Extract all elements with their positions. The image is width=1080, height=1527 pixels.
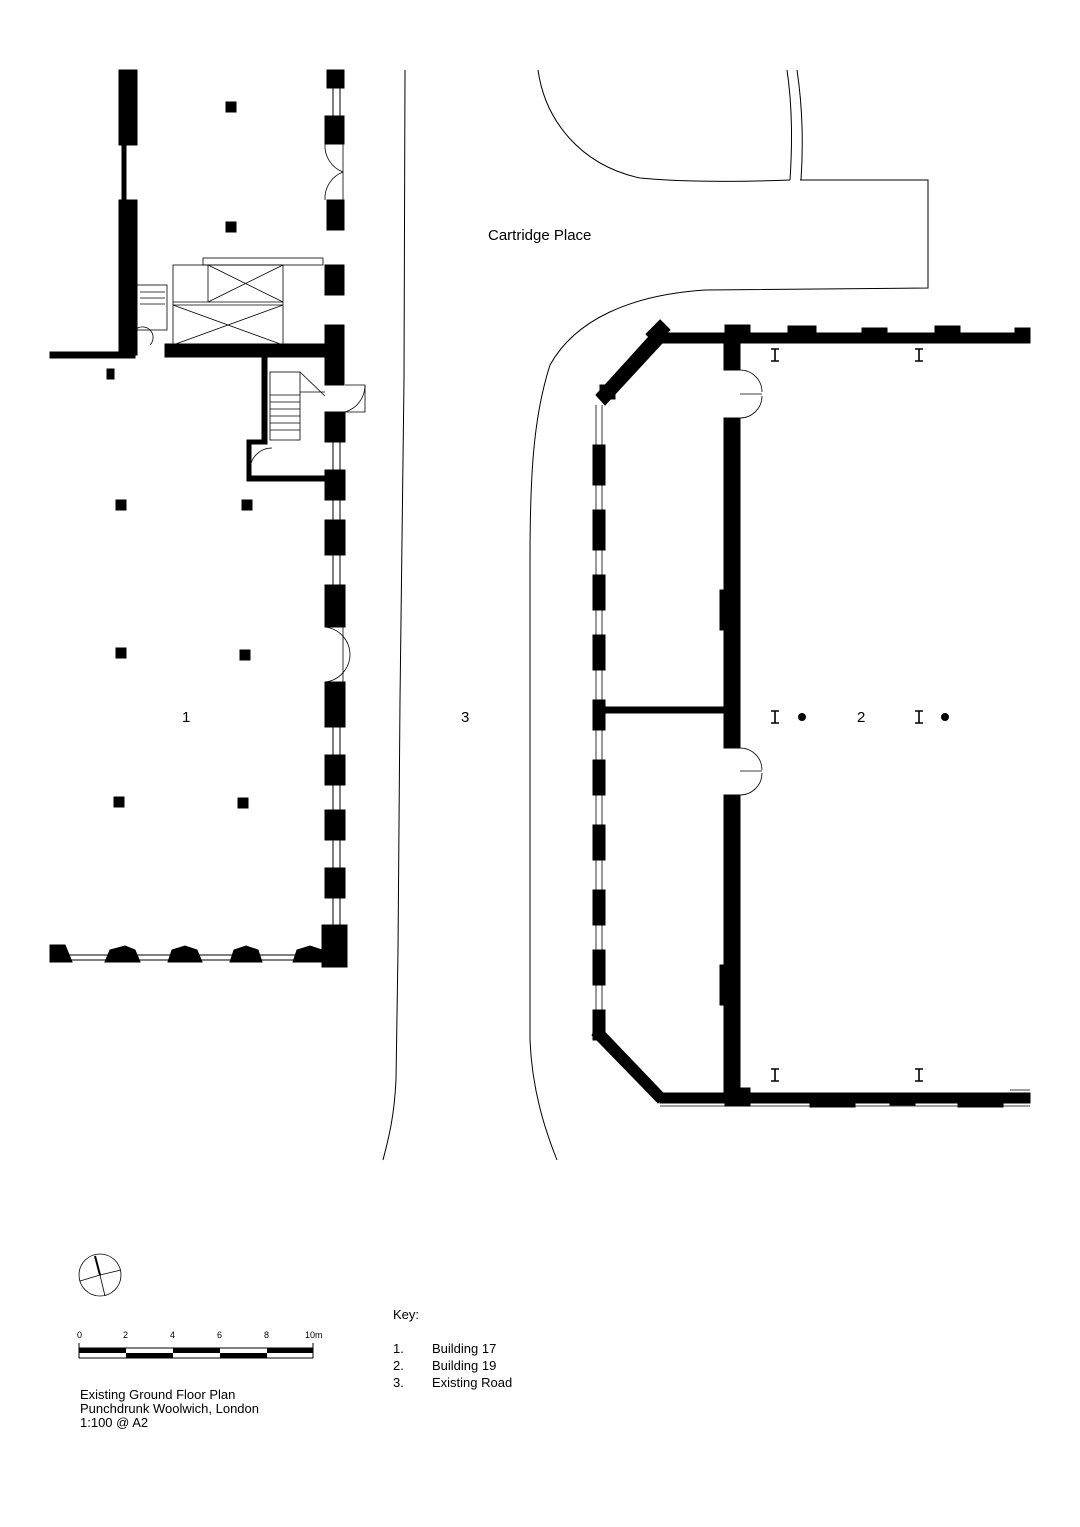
key-item-number: 2. [393, 1358, 404, 1373]
key-heading: Key: [393, 1307, 420, 1322]
key-item-number: 3. [393, 1375, 404, 1390]
key-item-number: 1. [393, 1341, 404, 1356]
project-name: Punchdrunk Woolwich, London [80, 1401, 259, 1416]
street-name-label: Cartridge Place [488, 227, 591, 244]
key-item-label: Building 17 [432, 1341, 497, 1356]
building-1-label: 1 [182, 709, 190, 726]
building-3-label: 3 [461, 709, 469, 726]
scale-tick-label: 6 [217, 1330, 222, 1340]
scale-bar: 0 2 4 6 8 10m [77, 1330, 323, 1359]
north-arrow-icon [78, 1253, 122, 1297]
drawing-title: Existing Ground Floor Plan [80, 1387, 236, 1402]
key-item-label: Existing Road [432, 1375, 513, 1390]
scale-tick-label: 4 [170, 1330, 175, 1340]
building-2-label: 2 [857, 709, 865, 726]
scale-tick-label: 2 [123, 1330, 128, 1340]
key-item-label: Building 19 [432, 1358, 497, 1373]
building-17-plan [49, 69, 348, 968]
building-17-stairs [134, 143, 366, 683]
scale-tick-label: 10m [305, 1330, 323, 1340]
scale-tick-label: 0 [77, 1330, 82, 1340]
scale-note: 1:100 @ A2 [80, 1415, 149, 1430]
building-19-plan [591, 319, 1031, 1108]
steel-column [771, 348, 923, 1082]
road-outline [382, 69, 929, 1161]
building-19-glazing [595, 339, 1030, 1107]
scale-tick-label: 8 [264, 1330, 269, 1340]
